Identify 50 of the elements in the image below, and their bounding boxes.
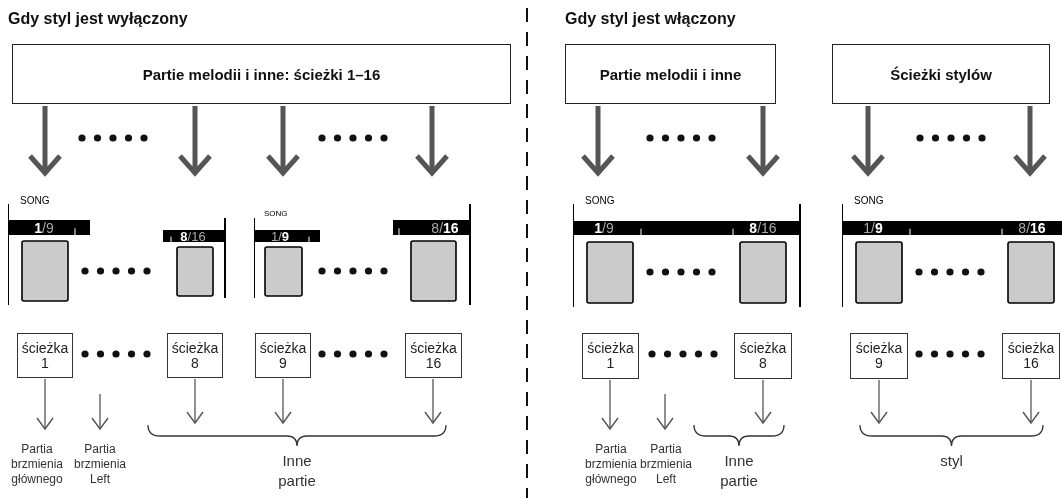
arrow [414,106,450,176]
section-heading: Gdy styl jest wyłączony [8,10,188,28]
track-box: ścieżka 9 [255,333,311,378]
arrow [186,378,204,424]
track-box: ścieżka 16 [405,333,462,378]
part-caption: Partia brzmienia Left [639,442,693,488]
arrow [870,379,888,424]
track-counter: 8/16 [180,229,206,243]
track-box: ścieżka 16 [1002,333,1060,379]
section-heading: Gdy styl jest włączony [565,10,736,28]
arrow [1012,106,1048,176]
track-box: ścieżka 8 [734,333,792,379]
display-label: SONG [585,196,615,206]
track-counter: 1/9 [863,221,883,235]
arrow [424,378,442,424]
arrow [274,378,292,424]
arrow [36,378,54,430]
display-label: SONG [264,210,288,218]
part-caption: Partia brzmienia głównego [584,442,638,488]
track-counter: 1/9 [270,229,290,243]
arrow [656,393,674,430]
track-box: ścieżka 8 [167,333,223,378]
section-box: Ścieżki stylów [832,44,1050,104]
arrow [1022,379,1040,424]
arrow [754,379,772,424]
track-counter: 1/9 [34,220,54,235]
display-label: SONG [20,196,50,206]
track-box: ścieżka 9 [850,333,908,379]
arrow [580,106,616,176]
display-label: SONG [854,196,884,206]
arrow [745,106,781,176]
part-caption: Partia brzmienia Left [73,442,127,488]
track-counter: 8/16 [1018,221,1046,235]
group-label: Inne partie [719,451,759,491]
group-label: Inne partie [277,451,317,491]
section-box: Partie melodii i inne [565,44,776,104]
track-counter: 8/16 [431,220,459,235]
group-label: styl [940,451,963,471]
track-box: ścieżka 1 [582,333,639,379]
track-counter: 8/16 [749,221,777,235]
part-caption: Partia brzmienia głównego [10,442,64,488]
section-box: Partie melodii i inne: ścieżki 1–16 [12,44,511,104]
arrow [850,106,886,176]
arrow [91,393,109,430]
arrow [177,106,213,176]
arrow [601,379,619,430]
arrow [27,106,63,176]
track-counter: 1/9 [594,221,614,235]
track-box: ścieżka 1 [17,333,73,378]
arrow [265,106,301,176]
